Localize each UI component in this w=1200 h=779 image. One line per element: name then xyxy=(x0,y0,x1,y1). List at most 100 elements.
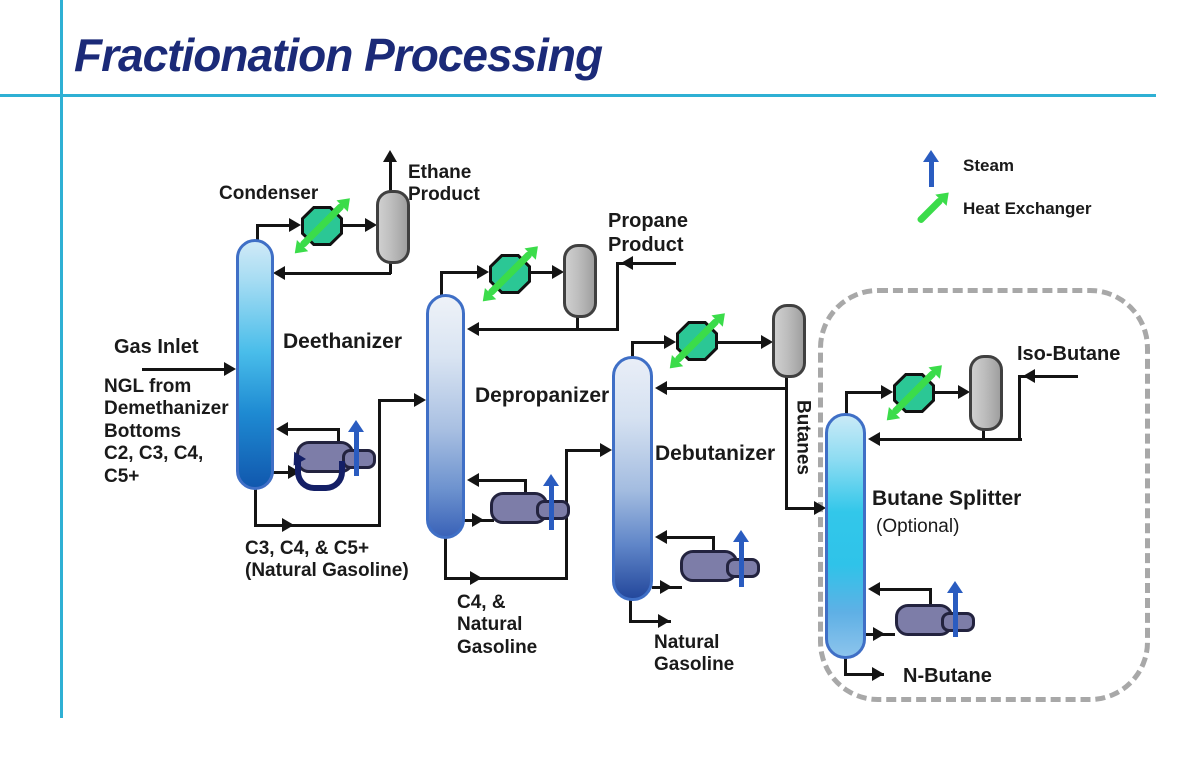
flow-arrowhead xyxy=(881,385,893,399)
flow-arrowhead xyxy=(467,322,479,336)
flow-arrowhead xyxy=(383,150,397,162)
pipe-segment xyxy=(616,262,676,265)
flow-arrowhead xyxy=(472,513,484,527)
heat-exchanger-legend-icon xyxy=(916,196,944,225)
pipe-segment xyxy=(616,262,619,330)
pipe-segment xyxy=(389,161,392,193)
flow-arrowhead xyxy=(761,335,773,349)
page-title: Fractionation Processing xyxy=(74,29,603,81)
pipe-segment xyxy=(479,328,619,331)
pipe-segment xyxy=(254,487,257,527)
optional-label: (Optional) xyxy=(876,516,960,537)
pipe-segment xyxy=(845,391,881,394)
flow-arrowhead xyxy=(289,218,301,232)
pipe-segment xyxy=(576,308,579,330)
deethanizer-label: Deethanizer xyxy=(283,330,403,353)
deethanizer-column xyxy=(236,239,274,490)
deethanizer-bottoms-label: C3, C4, & C5+ (Natural Gasoline) xyxy=(245,538,409,582)
butanes-label: Butanes xyxy=(792,400,814,475)
pipe-segment xyxy=(479,479,527,482)
flow-arrowhead xyxy=(655,530,667,544)
flow-arrowhead xyxy=(414,393,426,407)
iso-butane-label: Iso-Butane xyxy=(1017,343,1121,365)
flow-arrowhead xyxy=(868,432,880,446)
flow-arrowhead xyxy=(477,265,489,279)
flow-arrowhead xyxy=(282,518,294,532)
pipe-segment xyxy=(273,471,301,474)
flow-arrowhead xyxy=(872,667,884,681)
reboiler-nub-deethanizer xyxy=(342,449,376,469)
title-underline-rule xyxy=(0,94,1156,97)
pipe-segment xyxy=(785,507,815,510)
steam-legend-label: Steam xyxy=(963,156,1015,175)
accumulator-deethanizer xyxy=(376,190,410,264)
pipe-segment xyxy=(929,588,932,606)
flow-arrowhead xyxy=(873,627,885,641)
pipe-segment xyxy=(444,577,568,580)
pipe-segment xyxy=(444,536,447,579)
optional-section-dashed-border xyxy=(818,288,1150,702)
pipe-segment xyxy=(288,428,340,431)
ethane-product-label: Ethane Product xyxy=(408,162,480,206)
pipe-segment xyxy=(785,369,788,510)
pipe-segment xyxy=(1018,375,1021,441)
pipe-segment xyxy=(935,391,959,394)
debutanizer-column xyxy=(612,356,653,601)
debutanizer-label: Debutanizer xyxy=(655,442,776,465)
pipe-segment xyxy=(629,598,632,623)
debutanizer-bottoms-label: Natural Gasoline xyxy=(654,632,735,676)
pipe-segment xyxy=(565,449,603,452)
depropanizer-column xyxy=(426,294,465,539)
pipe-segment xyxy=(254,524,381,527)
ngl-feed-label: NGL from Demethanizer Bottoms C2, C3, C4… xyxy=(104,376,229,487)
accumulator-depropanizer xyxy=(563,244,597,318)
pipe-segment xyxy=(845,391,848,416)
butane-splitter-label: Butane Splitter xyxy=(872,487,1022,510)
pipe-segment xyxy=(378,399,416,402)
pipe-segment xyxy=(343,224,367,227)
n-butane-label: N-Butane xyxy=(903,665,992,687)
flow-arrowhead xyxy=(467,473,479,487)
pipe-segment xyxy=(389,256,392,274)
depropanizer-bottoms-label: C4, & Natural Gasoline xyxy=(457,592,538,658)
butane-splitter-column xyxy=(825,413,866,659)
depropanizer-label: Depropanizer xyxy=(475,384,610,407)
flow-arrowhead xyxy=(664,335,676,349)
flow-arrowhead xyxy=(655,381,667,395)
propane-product-label: Propane Product xyxy=(608,210,689,256)
pipe-segment xyxy=(844,673,884,676)
pipe-segment xyxy=(631,341,634,359)
flow-arrowhead xyxy=(868,582,880,596)
steam-legend-icon xyxy=(923,150,939,187)
flow-arrowhead xyxy=(600,443,612,457)
pipe-segment xyxy=(378,399,381,527)
pipe-segment xyxy=(631,341,665,344)
flow-arrowhead xyxy=(470,571,482,585)
pipe-segment xyxy=(440,271,443,297)
pipe-segment xyxy=(667,387,787,390)
pipe-segment xyxy=(142,368,226,371)
pipe-segment xyxy=(629,620,671,623)
flow-arrowhead xyxy=(224,362,236,376)
condenser-label: Condenser xyxy=(219,183,319,204)
flow-arrowhead xyxy=(365,218,377,232)
accumulator-debutanizer xyxy=(772,304,806,378)
flow-arrowhead xyxy=(552,265,564,279)
pipe-segment xyxy=(712,536,715,553)
steam-arrow-deethanizer xyxy=(348,420,364,476)
pipe-segment xyxy=(337,428,340,444)
flow-arrowhead xyxy=(621,256,633,270)
flow-arrowhead xyxy=(814,501,826,515)
flow-arrowhead xyxy=(273,266,285,280)
flow-arrowhead xyxy=(658,614,670,628)
pipe-segment xyxy=(1018,375,1078,378)
pipe-segment xyxy=(982,422,985,440)
flow-arrowhead xyxy=(1023,369,1035,383)
pipe-segment xyxy=(524,479,527,495)
steam-arrow-butane-splitter xyxy=(947,581,963,637)
pipe-segment xyxy=(440,271,478,274)
pipe-segment xyxy=(844,656,847,676)
steam-arrow-depropanizer xyxy=(543,474,559,530)
pipe-segment xyxy=(256,224,259,242)
